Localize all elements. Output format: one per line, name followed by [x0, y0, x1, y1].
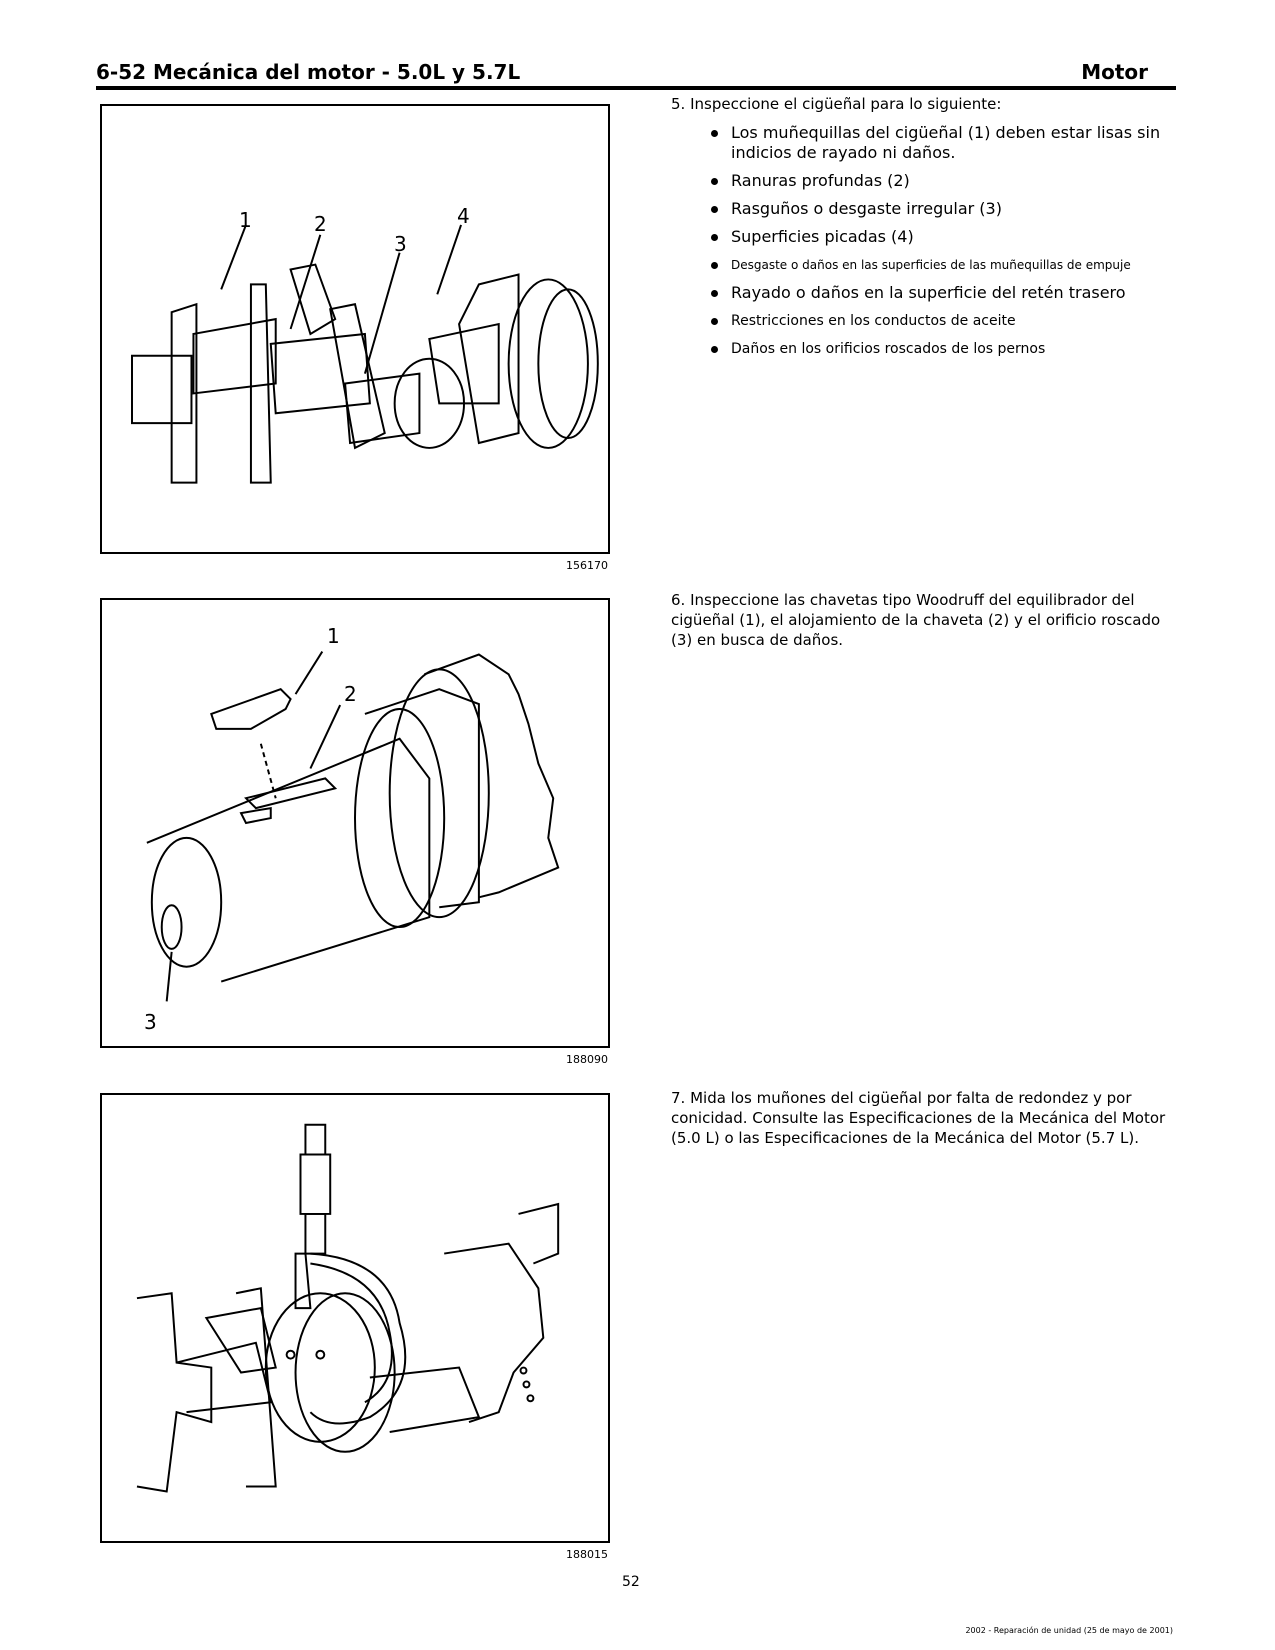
footer-note: 2002 - Reparación de unidad (25 de mayo … — [965, 1626, 1173, 1635]
callout-1: 1 — [327, 624, 340, 648]
figure-id: 188015 — [566, 1548, 608, 1561]
page-header: 6-52 Mecánica del motor - 5.0L y 5.7L Mo… — [96, 56, 1176, 90]
header-title: 6-52 Mecánica del motor - 5.0L y 5.7L — [96, 60, 521, 84]
page-number: 52 — [622, 1574, 640, 1590]
step-7-text: 7. Mida los muñones del cigüeñal por fal… — [671, 1089, 1166, 1147]
list-item: Ranuras profundas (2) — [711, 171, 1181, 191]
figure-woodruff-key: 1 2 3 188090 — [100, 598, 610, 1066]
figure-id: 156170 — [566, 559, 608, 572]
list-item: Los muñequillas del cigüeñal (1) deben e… — [711, 123, 1181, 163]
callout-3: 3 — [394, 232, 407, 256]
step-5-text: 5. Inspeccione el cigüeñal para lo sigui… — [671, 95, 1002, 113]
step-6-text: 6. Inspeccione las chavetas tipo Woodruf… — [671, 591, 1161, 649]
list-item: Restricciones en los conductos de aceite — [711, 311, 1181, 331]
figure-crankshaft-inspection: 1 2 3 4 156170 — [100, 104, 610, 572]
list-item: Superficies picadas (4) — [711, 227, 1181, 247]
list-item: Rayado o daños en la superficie del reté… — [711, 283, 1181, 303]
callout-2: 2 — [314, 212, 327, 236]
callout-4: 4 — [457, 204, 470, 228]
crankshaft-illustration — [131, 224, 599, 484]
callout-1: 1 — [239, 208, 252, 232]
list-item: Desgaste o daños en las superficies de l… — [711, 255, 1181, 275]
micrometer-illustration — [136, 1123, 560, 1493]
figure-id: 188090 — [566, 1053, 608, 1066]
callout-3: 3 — [144, 1010, 157, 1034]
figure-micrometer-measurement: 188015 — [100, 1093, 610, 1561]
list-item: Rasguños o desgaste irregular (3) — [711, 199, 1181, 219]
header-section: Motor — [1081, 60, 1148, 84]
woodruff-key-illustration — [146, 651, 560, 1002]
list-item: Daños en los orificios roscados de los p… — [711, 339, 1181, 359]
inspection-bullet-list: Los muñequillas del cigüeñal (1) deben e… — [711, 123, 1181, 367]
callout-2: 2 — [344, 682, 357, 706]
